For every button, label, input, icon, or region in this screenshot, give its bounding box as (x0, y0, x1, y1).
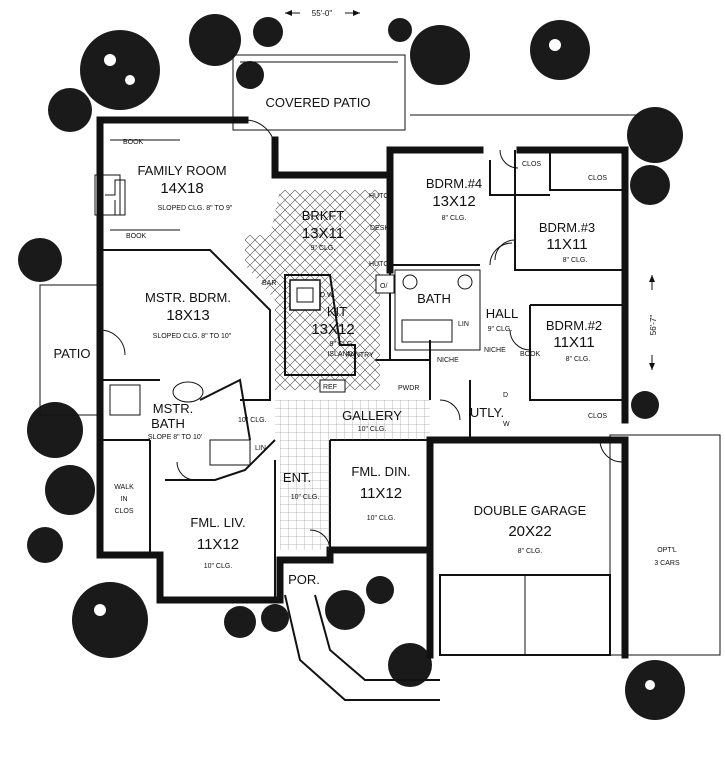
ent-note: 10" CLG. (291, 494, 320, 501)
tree-bottom-left (72, 582, 289, 658)
exterior-walls (96, 116, 629, 659)
width-dimension: 55'-0" (312, 9, 333, 18)
dryer-label: D (503, 392, 508, 399)
tree-bottom-center (325, 576, 432, 687)
door-swings (99, 119, 623, 551)
optl-label-1: OPT'L (657, 547, 677, 554)
fml-din-size: 11X12 (360, 485, 402, 502)
kitchen-floor-tile (245, 190, 395, 393)
bdrm4-note: 8" CLG. (442, 215, 467, 222)
kit-note: 9" CLG. (330, 341, 355, 348)
clos-label-1: CLOS (522, 161, 541, 168)
walk-in-label-2: IN (121, 496, 128, 503)
mstr-bdrm-size: 18X13 (166, 307, 209, 324)
oven-label: O/ (380, 283, 387, 290)
covered-patio-label: COVERED PATIO (266, 95, 371, 110)
niche-label-1: NICHE (437, 357, 459, 364)
garage-size: 20X22 (508, 523, 551, 540)
tree-left (18, 238, 95, 563)
fml-din-note: 10" CLG. (367, 515, 396, 522)
bdrm3-label: BDRM.#3 (539, 220, 595, 235)
washer-label: W (503, 421, 510, 428)
fml-din-label: FML. DIN. (351, 464, 410, 479)
bdrm2-label: BDRM.#2 (546, 318, 602, 333)
walk-in-label-1: WALK (114, 484, 134, 491)
pantry-label: PANTRY (346, 352, 374, 359)
mstr-bath-label: MSTR. (153, 401, 193, 416)
garage-label: DOUBLE GARAGE (474, 503, 587, 518)
patio-label: PATIO (53, 346, 90, 361)
fml-liv-label: FML. LIV. (190, 515, 245, 530)
clos-label-2: CLOS (588, 175, 607, 182)
tree-bottom-right (625, 660, 685, 720)
kit-size: 13X12 (311, 321, 354, 338)
book-label-2: BOOK (126, 233, 147, 240)
dw-label: D.W. (320, 292, 335, 299)
bdrm2-size: 11X11 (553, 334, 594, 351)
hutch-label-2: HUTCH (369, 261, 394, 268)
garage-note: 8" CLG. (518, 548, 543, 555)
hall-label: HALL (486, 306, 519, 321)
tree-top-right (388, 18, 590, 85)
family-room-size: 14X18 (160, 180, 203, 197)
mstr-bath-note: SLOPE 8" TO 10' (148, 434, 202, 441)
entry-floor-tile (275, 400, 430, 550)
hall-note: 9" CLG. (488, 326, 513, 333)
brkft-size: 13X11 (302, 225, 344, 242)
bath-label: BATH (417, 291, 451, 306)
book-label-1: BOOK (123, 139, 144, 146)
gallery-note: 10" CLG. (358, 426, 387, 433)
fml-liv-note: 10" CLG. (204, 563, 233, 570)
clos-label-3: CLOS (588, 413, 607, 420)
mstr-bdrm-note: SLOPED CLG. 8" TO 10" (153, 333, 232, 340)
kit-label: KIT (327, 304, 347, 319)
desk-label: DESK (370, 225, 389, 232)
interior-walls (94, 139, 625, 600)
lin-label-1: LIN (458, 321, 469, 328)
ent-label: ENT. (283, 470, 311, 485)
fml-liv-size: 11X12 (197, 536, 239, 553)
bdrm3-note: 8" CLG. (563, 257, 588, 264)
site-lines (39, 54, 721, 701)
dimension-width: 55'-0" (285, 9, 360, 18)
mstr-bdrm-label: MSTR. BDRM. (145, 290, 231, 305)
mstr-bath-clg-label: 10" CLG. (238, 417, 267, 424)
tree-top-center (189, 14, 283, 89)
landscaping (18, 14, 685, 720)
mstr-bath-label-2: BATH (151, 416, 185, 431)
ref-label: REF (323, 384, 337, 391)
hutch-label-1: HUTCH (369, 193, 394, 200)
kit-island-label: ISLAND (327, 351, 352, 358)
pwdr-label: PWDR (398, 385, 419, 392)
bdrm4-size: 13X12 (432, 193, 475, 210)
bdrm2-note: 8" CLG. (566, 356, 591, 363)
gallery-label: GALLERY (342, 408, 402, 423)
family-room-note: SLOPED CLG. 8" TO 9" (158, 205, 233, 212)
bdrm4-label: BDRM.#4 (426, 176, 482, 191)
bdrm3-size: 11X11 (546, 236, 587, 253)
niche-label-2: NICHE (484, 347, 506, 354)
por-label: POR. (288, 572, 320, 587)
book-label-3: BOOK (520, 351, 541, 358)
depth-dimension: 56'-7" (649, 315, 658, 336)
tree-right (627, 107, 683, 419)
utly-label: UTLY. (470, 405, 504, 420)
brkft-note: 9" CLG. (311, 245, 336, 252)
brkft-label: BRKFT (302, 208, 345, 223)
bar-label: BAR (262, 280, 276, 287)
optl-label-2: 3 CARS (654, 560, 680, 567)
dimension-depth: 56'-7" (649, 275, 658, 370)
lin-label-2: LIN (255, 445, 266, 452)
walk-in-label-3: CLOS (114, 508, 133, 515)
family-room-label: FAMILY ROOM (137, 163, 226, 178)
tree-top-left (48, 30, 160, 132)
